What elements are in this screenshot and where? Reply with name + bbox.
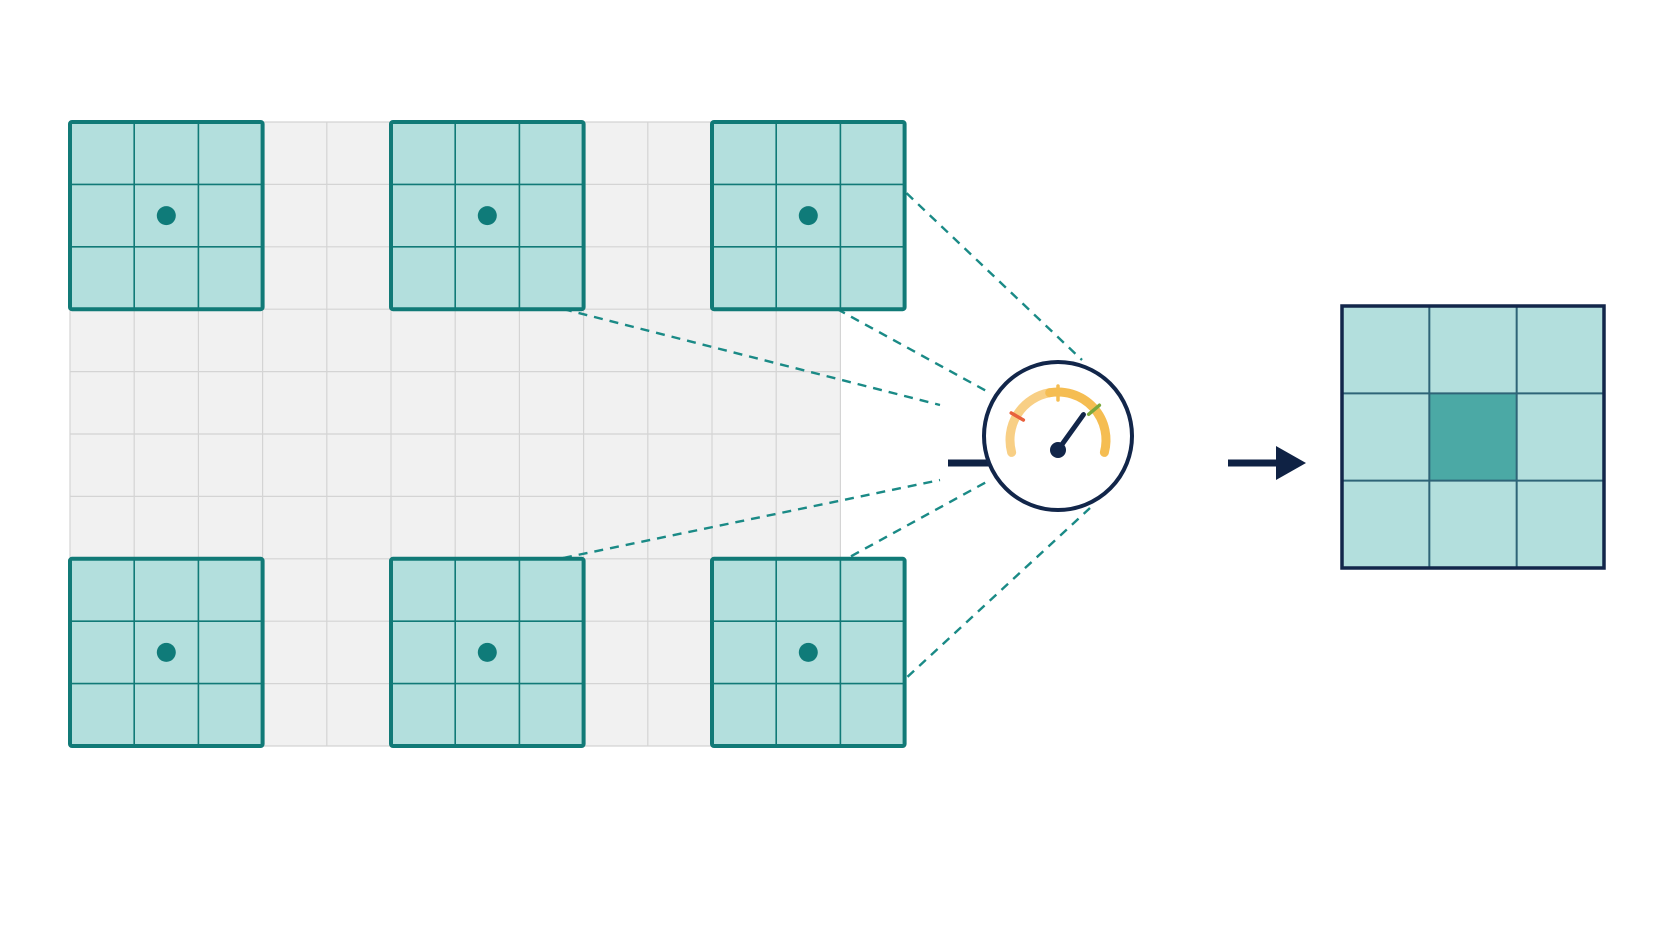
output-cell: [1342, 480, 1430, 568]
patch-center-dot: [477, 206, 497, 226]
output-cell: [1516, 393, 1604, 481]
connector-dashed-line: [562, 307, 941, 407]
patch-center-dot: [798, 642, 818, 662]
output-arrow: [1228, 446, 1306, 480]
output-cell: [1429, 480, 1517, 568]
connector-dashed-line: [562, 478, 941, 560]
output-cell: [1516, 306, 1604, 394]
sampled-patch: [68, 556, 265, 748]
patch-border: [389, 556, 586, 748]
gauge-needle-hub: [1050, 442, 1066, 458]
output-grid-border: [1340, 304, 1606, 570]
sampled-patches: [68, 120, 907, 748]
gauge-tick: [1086, 403, 1102, 417]
gauge-outline-circle: [982, 360, 1134, 512]
patch-border: [710, 556, 907, 748]
sampled-patch: [389, 556, 586, 748]
connector-dashed-line: [836, 307, 991, 395]
patch-center-dot: [798, 206, 818, 226]
sampled-patch: [68, 120, 265, 312]
output-grid: [1340, 304, 1606, 570]
output-cell-highlighted: [1429, 393, 1517, 481]
patch-border: [68, 556, 265, 748]
output-cell: [1516, 480, 1604, 568]
sampled-patch: [710, 556, 907, 748]
sampled-patch: [389, 120, 586, 312]
patch-center-dot: [156, 642, 176, 662]
output-cell: [1429, 306, 1517, 394]
output-cell: [1342, 393, 1430, 481]
gauge-icon: [982, 360, 1134, 512]
gauge-arc-right: [1045, 387, 1111, 457]
patch-border: [710, 120, 907, 312]
sampled-patch: [710, 120, 907, 312]
gauge-tick: [1009, 411, 1026, 422]
patch-center-dot: [156, 206, 176, 226]
gauge-arc-left: [1005, 388, 1055, 457]
patch-border: [68, 120, 265, 312]
patch-center-dot: [477, 642, 497, 662]
arrow-head: [1276, 446, 1306, 480]
patch-border: [389, 120, 586, 312]
connector-dashed-line: [836, 478, 991, 566]
output-cell: [1342, 306, 1430, 394]
